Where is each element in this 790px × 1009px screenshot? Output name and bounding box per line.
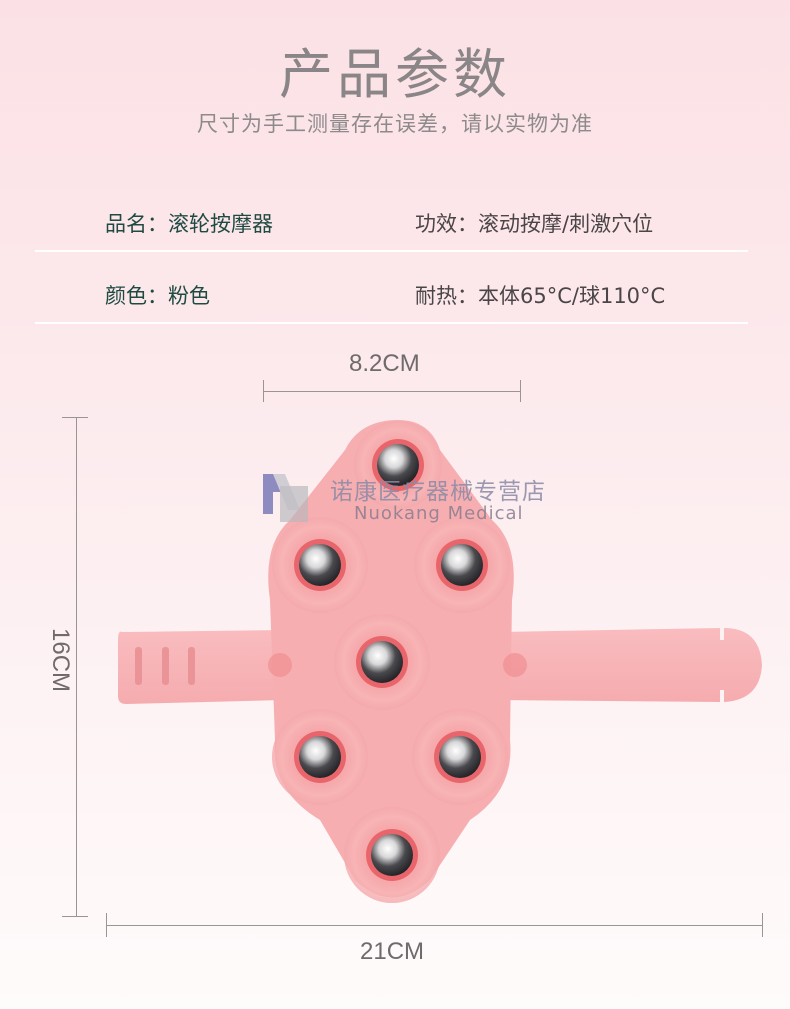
spec-heat-resistance: 耐热：本体65°C/球110°C xyxy=(415,284,666,308)
dimension-tick xyxy=(62,916,88,917)
massage-balls xyxy=(272,421,510,903)
dimension-line-height xyxy=(76,417,77,917)
spec-color: 颜色：粉色 xyxy=(105,284,210,308)
divider xyxy=(35,250,748,252)
dimension-label-width-bottom: 21CM xyxy=(360,938,425,965)
watermark: 诺康医疗器械专营店 Nuokang Medical xyxy=(258,472,568,532)
spec-function: 功效：滚动按摩/刺激穴位 xyxy=(415,212,654,236)
dimension-tick xyxy=(263,380,264,402)
spec-product-name: 品名：滚轮按摩器 xyxy=(105,212,273,236)
dimension-line-width-bottom xyxy=(106,925,763,926)
dimension-tick xyxy=(62,417,88,418)
spec-row: 品名：滚轮按摩器 功效：滚动按摩/刺激穴位 xyxy=(35,188,748,260)
watermark-brand: Nuokang Medical xyxy=(354,503,524,524)
dimension-label-width-top: 8.2CM xyxy=(349,350,420,377)
left-strap xyxy=(118,630,282,704)
dimension-tick xyxy=(106,913,107,937)
divider xyxy=(35,322,748,324)
dimension-line-width-top xyxy=(263,391,521,392)
watermark-store-name: 诺康医疗器械专营店 xyxy=(330,479,546,505)
store-logo-icon xyxy=(263,474,308,522)
spec-row: 颜色：粉色 耐热：本体65°C/球110°C xyxy=(35,260,748,332)
page-subtitle: 尺寸为手工测量存在误差，请以实物为准 xyxy=(197,112,593,136)
page-title: 产品参数 xyxy=(279,43,511,106)
dimension-tick xyxy=(520,380,521,402)
right-strap xyxy=(500,628,762,702)
dimension-tick xyxy=(762,913,763,937)
